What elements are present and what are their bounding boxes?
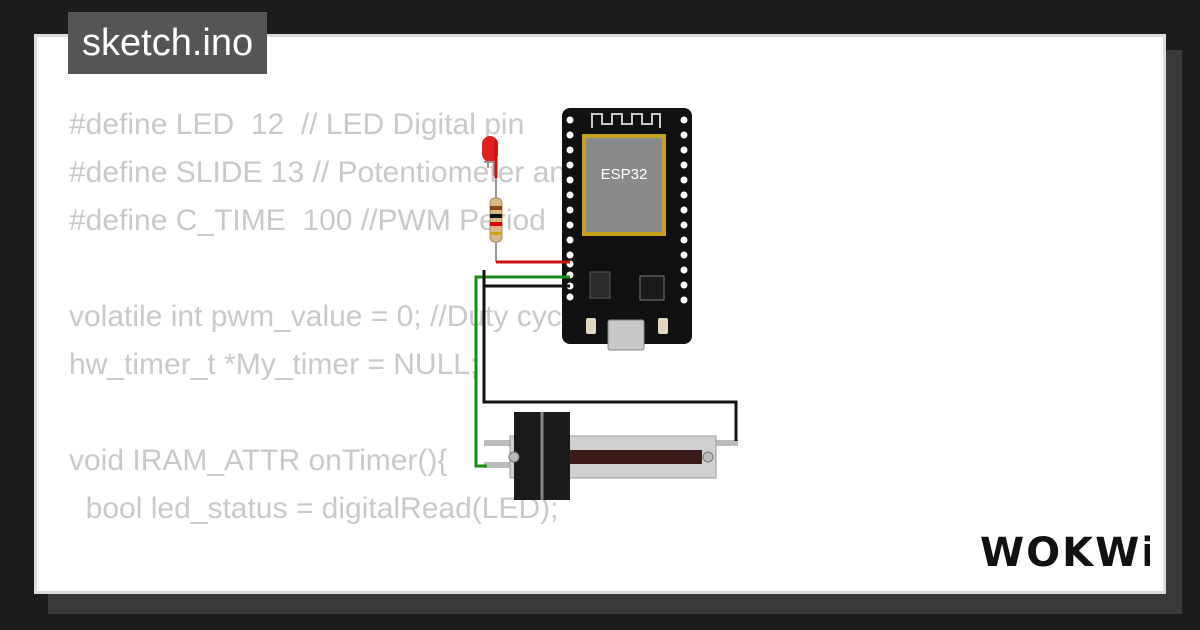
wires [474, 140, 738, 468]
reset-button [658, 318, 668, 334]
esp32-board[interactable]: ESP32 [562, 108, 692, 351]
esp32-module [586, 138, 662, 232]
code-line: #define LED 12 // LED Digital pin [69, 108, 525, 141]
red-led[interactable] [482, 136, 498, 176]
wire-green-signal [474, 275, 570, 468]
sketch-title: sketch.ino [68, 12, 268, 74]
code-line: #define C_TIME 100 //PWM Period [69, 204, 546, 237]
wokwi-logo: WOKWi [980, 530, 1150, 576]
usb-port [607, 319, 645, 351]
usb-uart-chip [639, 275, 665, 301]
board-label: ESP32 [601, 166, 648, 183]
antenna-trace [591, 113, 661, 128]
code-line: bool led_status = digitalRead(LED); [69, 492, 559, 525]
code-line: if (led_status == 0 && pwm_value != C_TI… [69, 581, 705, 591]
voltage-regulator [589, 271, 611, 299]
code-line: void IRAM_ATTR onTimer(){ [69, 444, 448, 477]
slide-potentiometer[interactable] [484, 412, 738, 500]
code-line: hw_timer_t *My_timer = NULL; [69, 348, 479, 381]
resistor[interactable] [489, 176, 503, 262]
boot-button [586, 318, 596, 334]
wire-black-gnd [482, 284, 738, 441]
right-header-pins [680, 116, 688, 304]
logo-text: WOKWi [980, 530, 1150, 576]
